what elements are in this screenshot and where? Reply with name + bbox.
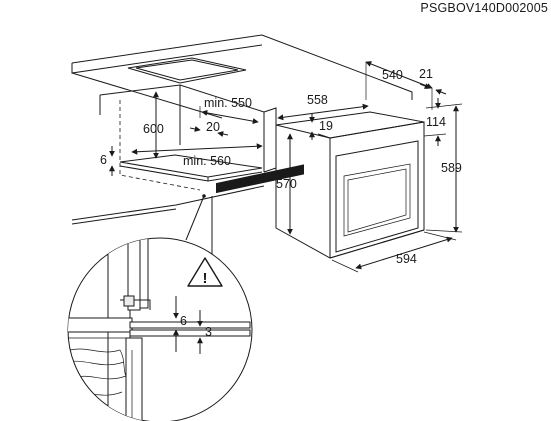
oven-total-depth-dimension: 540 [365, 61, 433, 110]
oven-width-dimension: 594 [331, 231, 457, 273]
niche-depth-label: min. 550 [204, 96, 252, 110]
product-code: PSGBOV140D002005 [420, 1, 548, 15]
niche-gap-dimension: 20 [189, 120, 229, 137]
detail-circle: 6 3 [67, 237, 253, 421]
oven-body-height-label: 570 [276, 177, 297, 191]
oven-body [275, 111, 425, 259]
niche-gap-label: 20 [206, 120, 220, 134]
oven-top-offset-label: 19 [319, 119, 333, 133]
detail-gap-bottom-label: 3 [205, 325, 212, 339]
oven-top-offset-dimension: 19 [309, 114, 333, 140]
niche-width-dimension: min. 560 [131, 143, 263, 168]
countertop [71, 34, 413, 119]
niche-width-label: min. 560 [183, 154, 231, 168]
oven-total-height-dimension: 589 [425, 103, 463, 233]
warning-symbol: ! [203, 270, 208, 287]
niche-offset-dimension: 6 [100, 146, 115, 176]
oven-depth-label: 558 [307, 93, 328, 107]
oven-panel-height-label: 114 [426, 115, 446, 129]
niche-height-label: 600 [143, 122, 164, 136]
niche-offset-label: 6 [100, 153, 107, 167]
oven-depth-dimension: 558 [277, 93, 369, 121]
warning-icon: ! [187, 257, 223, 287]
cabinet-niche [71, 84, 304, 225]
niche-depth-dimension: min. 550 [199, 96, 259, 125]
oven-front-thickness-label: 21 [419, 67, 433, 81]
oven-body-height-dimension: 570 [276, 133, 297, 235]
oven-front-thickness-dimension: 21 [419, 67, 447, 95]
oven-panel-height-dimension: 114 [423, 98, 447, 146]
detail-leader [185, 194, 213, 262]
oven-width-label: 594 [396, 252, 417, 266]
niche-height-dimension: 600 [143, 91, 164, 159]
detail-gap-top-label: 6 [180, 314, 187, 328]
oven-total-depth-label: 540 [382, 68, 403, 82]
oven-total-height-label: 589 [441, 161, 462, 175]
